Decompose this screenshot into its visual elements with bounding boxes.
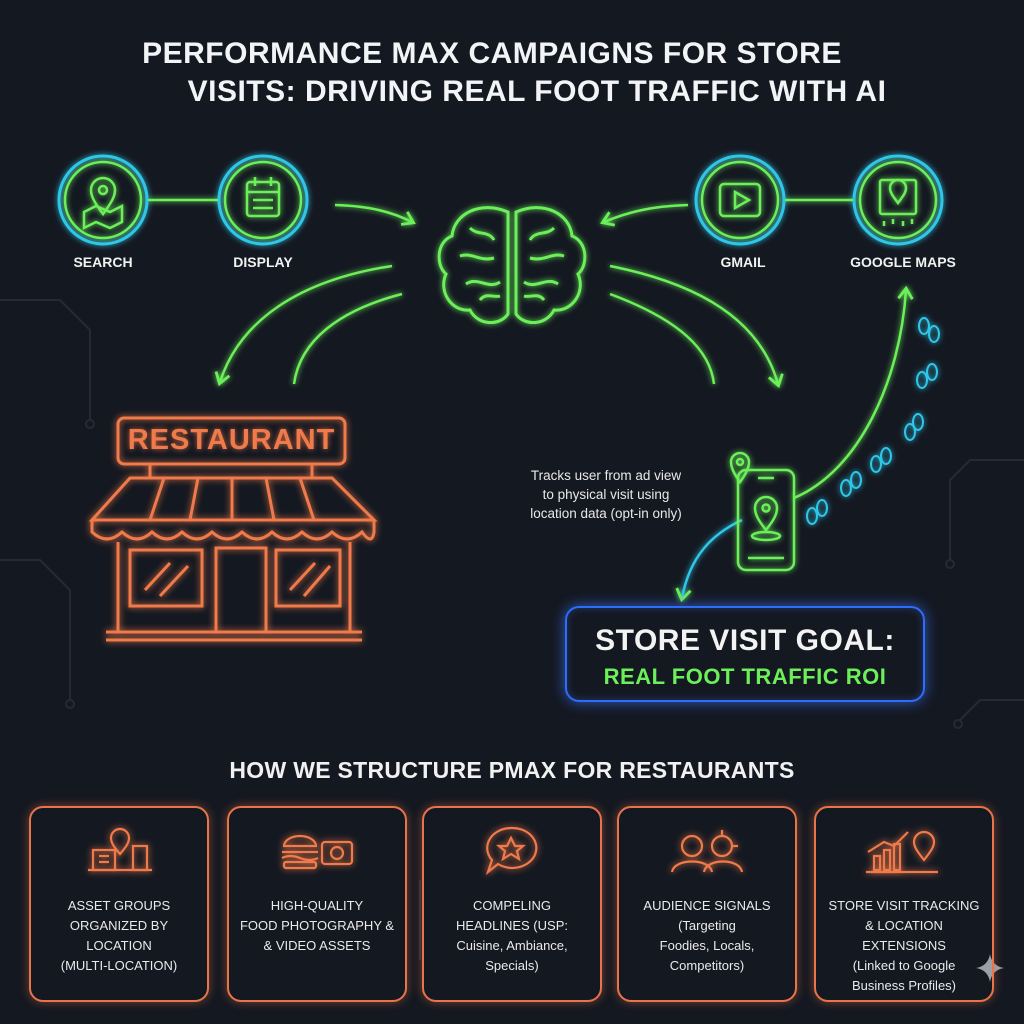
card-store-visit-tracking: STORE VISIT TRACKING & LOCATION EXTENSIO… <box>814 806 994 1002</box>
tracking-note-line: Tracks user from ad view <box>530 468 682 483</box>
card-line: HIGH-QUALITY <box>270 898 364 913</box>
card-line: & LOCATION EXTENSIONS <box>862 918 946 953</box>
map-pin-icon <box>82 176 124 231</box>
goal-title: STORE VISIT GOAL: <box>595 624 895 657</box>
card-text: HIGH-QUALITY FOOD PHOTOGRAPHY & & VIDEO … <box>235 896 399 956</box>
restaurant-storefront-icon <box>88 416 378 642</box>
card-compelling-headlines: COMPELING HEADLINES (USP: Cuisine, Ambia… <box>422 806 602 1002</box>
audience-target-icon <box>670 830 744 873</box>
channel-label-display: DISPLAY <box>233 254 293 270</box>
channel-circles <box>57 154 944 246</box>
card-line: Specials) <box>485 958 539 973</box>
card-line: Cuisine, Ambiance, <box>456 938 568 953</box>
star-speech-bubble-icon <box>485 826 538 876</box>
card-line: ORGANIZED BY <box>69 918 169 933</box>
phone-location-icon <box>729 451 796 572</box>
tracking-note: Tracks user from ad view to physical vis… <box>496 466 716 523</box>
card-line: ASSET GROUPS <box>67 898 171 913</box>
calendar-icon <box>245 177 281 218</box>
card-line: (Linked to Google <box>852 958 956 973</box>
card-line: LOCATION <box>86 938 152 953</box>
card-text: AUDIENCE SIGNALS (Targeting Foodies, Loc… <box>625 896 789 976</box>
location-buildings-icon <box>88 827 152 872</box>
card-audience-signals: AUDIENCE SIGNALS (Targeting Foodies, Loc… <box>617 806 797 1002</box>
section-title: HOW WE STRUCTURE PMAX FOR RESTAURANTS <box>229 757 795 783</box>
store-sign-text: RESTAURANT <box>127 424 336 456</box>
sparkle-icon <box>976 954 1004 982</box>
card-line: FOOD PHOTOGRAPHY & <box>239 918 395 933</box>
card-text: COMPELING HEADLINES (USP: Cuisine, Ambia… <box>430 896 594 976</box>
card-line: STORE VISIT TRACKING <box>828 898 980 913</box>
channel-label-google-maps: GOOGLE MAPS <box>850 254 956 270</box>
store-visit-goal-box: STORE VISIT GOAL: REAL FOOT TRAFFIC ROI <box>565 606 925 702</box>
burger-camera-icon <box>281 834 354 870</box>
card-line: Foodies, Locals, <box>659 938 755 953</box>
card-asset-groups: ASSET GROUPS ORGANIZED BY LOCATION (MULT… <box>29 806 209 1002</box>
card-line: Business Profiles) <box>851 978 957 993</box>
map-icon <box>878 178 918 226</box>
card-line: & VIDEO ASSETS <box>263 938 371 953</box>
card-text: STORE VISIT TRACKING & LOCATION EXTENSIO… <box>822 896 986 996</box>
page-title-line1: PERFORMANCE MAX CAMPAIGNS FOR STORE <box>142 37 842 70</box>
card-line: COMPELING <box>472 898 551 913</box>
channel-label-gmail: GMAIL <box>720 254 766 270</box>
card-line: (MULTI-LOCATION) <box>60 958 178 973</box>
card-text: ASSET GROUPS ORGANIZED BY LOCATION (MULT… <box>37 896 201 976</box>
flow-arrows <box>214 203 914 603</box>
card-line: (Targeting <box>678 918 736 933</box>
tracking-note-line: to physical visit using <box>542 487 670 502</box>
card-line: Competitors) <box>669 958 745 973</box>
circuit-background <box>0 299 1024 960</box>
card-line: AUDIENCE SIGNALS <box>643 898 771 913</box>
card-line: HEADLINES (USP: <box>456 918 568 933</box>
ai-brain-icon <box>437 206 587 324</box>
growth-chart-pin-icon <box>866 830 938 874</box>
page-title-line2: VISITS: DRIVING REAL FOOT TRAFFIC WITH A… <box>187 75 887 108</box>
goal-subtitle: REAL FOOT TRAFFIC ROI <box>603 664 887 689</box>
video-play-icon <box>718 182 762 218</box>
footprints-icon <box>806 317 940 525</box>
tracking-note-line: location data (opt-in only) <box>530 506 682 521</box>
card-food-photography: HIGH-QUALITY FOOD PHOTOGRAPHY & & VIDEO … <box>227 806 407 1002</box>
channel-label-search: SEARCH <box>73 254 133 270</box>
